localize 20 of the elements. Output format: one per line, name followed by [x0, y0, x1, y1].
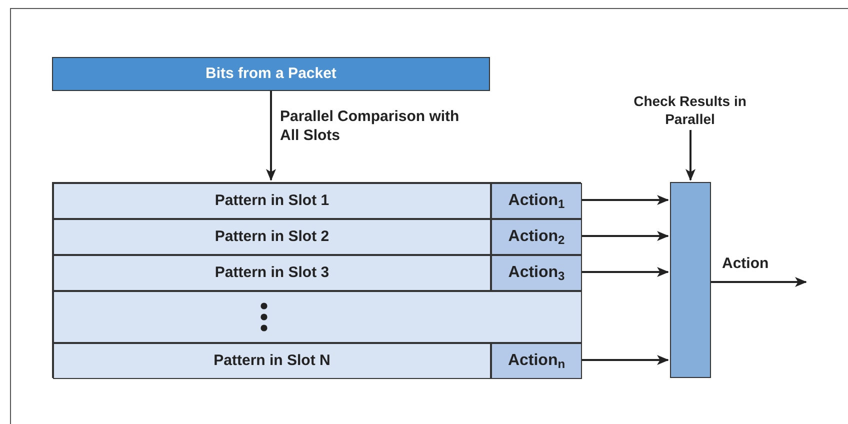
- arrow: [581, 231, 669, 241]
- input-bar: Bits from a Packet: [52, 57, 490, 91]
- action-cell: Action$_{2}$: [491, 219, 582, 255]
- arrow: [581, 267, 669, 277]
- action-cell: Action$_{3}$: [491, 255, 582, 291]
- action-cell: Action$_{n}$: [491, 343, 582, 379]
- ellipsis-row: [53, 291, 582, 343]
- arrow: [266, 91, 276, 181]
- action-cell: Action$_{1}$: [491, 183, 582, 219]
- arrow: [581, 355, 669, 365]
- arrow: [711, 277, 807, 287]
- pattern-row: Pattern in Slot 3: [53, 255, 491, 291]
- check-bar: [670, 182, 711, 378]
- pattern-row: Pattern in Slot N: [53, 343, 491, 379]
- arrow: [581, 195, 669, 205]
- pattern-table: [52, 182, 581, 378]
- arrow: [686, 130, 696, 181]
- pattern-row: Pattern in Slot 1: [53, 183, 491, 219]
- note-text: Check Results in Parallel: [628, 90, 752, 130]
- pattern-row: Pattern in Slot 2: [53, 219, 491, 255]
